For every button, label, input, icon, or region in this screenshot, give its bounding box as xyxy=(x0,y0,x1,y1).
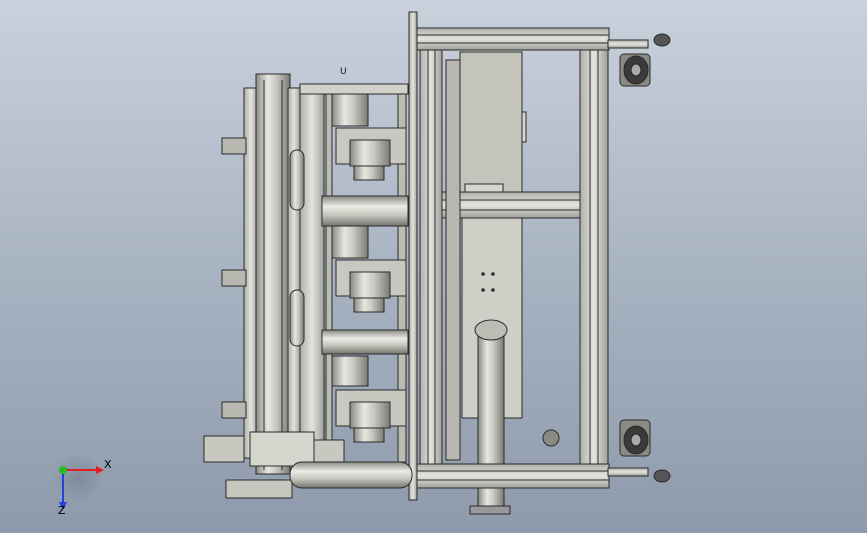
x-axis-label: X xyxy=(104,458,112,471)
caster-top xyxy=(607,33,671,87)
orientation-triad[interactable]: X Z xyxy=(52,454,112,517)
main-frame xyxy=(408,11,610,501)
vertical-pipe xyxy=(469,319,560,515)
caster-bottom xyxy=(607,419,671,483)
y-axis-dot xyxy=(59,466,67,474)
x-axis-arrowhead xyxy=(96,466,104,474)
motor-units xyxy=(289,83,409,463)
z-axis-arrowhead xyxy=(59,502,67,510)
triad-shadow xyxy=(52,454,104,502)
part-label: U xyxy=(340,67,347,77)
bottom-bracket xyxy=(203,431,413,489)
z-axis-label: Z xyxy=(58,504,66,517)
